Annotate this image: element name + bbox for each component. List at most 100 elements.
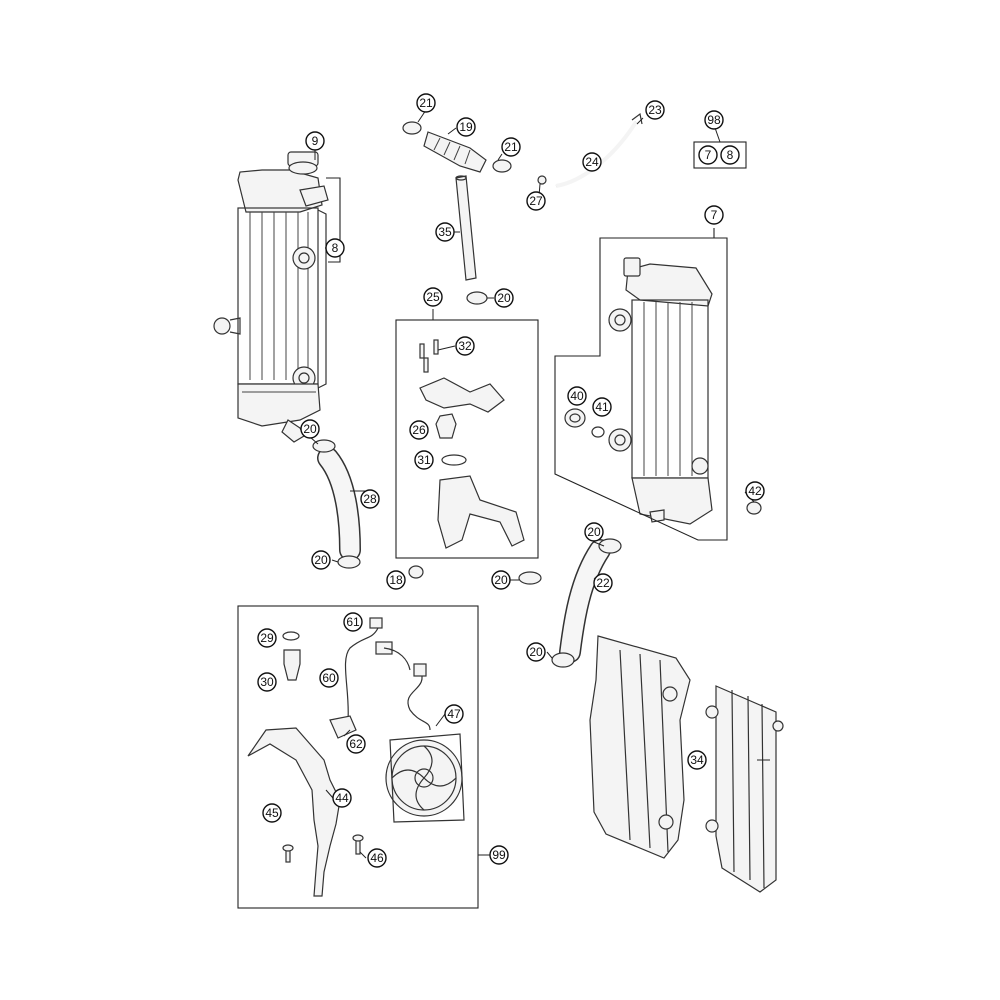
callout-45: 45 bbox=[262, 803, 282, 823]
callout-20-label: 20 bbox=[494, 573, 508, 587]
hose-fitting-19 bbox=[423, 131, 487, 173]
callout-20-top: 20 bbox=[494, 288, 514, 308]
radiator-guard-left bbox=[589, 635, 691, 859]
clip-62 bbox=[329, 715, 357, 739]
callout-9: 9 bbox=[305, 131, 325, 151]
thermostat-group-25-box bbox=[395, 319, 539, 559]
callout-7: 7 bbox=[704, 205, 724, 225]
radiator-guard-34 bbox=[705, 685, 784, 893]
callout-32-label: 32 bbox=[458, 339, 472, 353]
callout-20-label: 20 bbox=[587, 525, 601, 539]
hose-clamp-20-right-top bbox=[598, 538, 622, 554]
bracket-part-7 bbox=[554, 228, 728, 541]
callout-99-label: 99 bbox=[492, 848, 506, 862]
callout-20-left-bottom: 20 bbox=[311, 550, 331, 570]
callout-19-label: 19 bbox=[459, 120, 473, 134]
callout-46: 46 bbox=[367, 848, 387, 868]
callout-25-label: 25 bbox=[426, 290, 440, 304]
nut-18 bbox=[408, 565, 424, 579]
callout-kit-7-label: 7 bbox=[705, 148, 712, 162]
fan-kit-99-box bbox=[237, 605, 479, 909]
callout-34: 34 bbox=[687, 750, 707, 770]
callout-29-label: 29 bbox=[260, 631, 274, 645]
callout-31-label: 31 bbox=[417, 453, 431, 467]
callout-kit-8-label: 8 bbox=[727, 148, 734, 162]
callout-26-label: 26 bbox=[412, 423, 426, 437]
hose-28 bbox=[317, 447, 361, 561]
callout-60-label: 60 bbox=[322, 671, 336, 685]
callout-42: 42 bbox=[745, 481, 765, 501]
callout-19: 19 bbox=[456, 117, 476, 137]
callout-23-label: 23 bbox=[648, 103, 662, 117]
bracket-part-8 bbox=[326, 177, 341, 263]
grommet-40 bbox=[564, 408, 586, 428]
fan-wiring bbox=[407, 663, 431, 731]
hose-clamp-20-top bbox=[466, 291, 488, 305]
screw-46 bbox=[352, 834, 364, 855]
hose-clamp-20-right-bottom bbox=[551, 652, 575, 668]
callout-40-label: 40 bbox=[570, 389, 584, 403]
callout-61: 61 bbox=[343, 612, 363, 632]
callout-21-right: 21 bbox=[501, 137, 521, 157]
callout-20-label: 20 bbox=[303, 422, 317, 436]
callout-25: 25 bbox=[423, 287, 443, 307]
thermostat-cover bbox=[437, 475, 525, 549]
callout-32: 32 bbox=[455, 336, 475, 356]
callout-7-label: 7 bbox=[711, 208, 718, 222]
callout-21-left: 21 bbox=[416, 93, 436, 113]
callout-30-label: 30 bbox=[260, 675, 274, 689]
callout-20-right-top: 20 bbox=[584, 522, 604, 542]
callout-20-label: 20 bbox=[529, 645, 543, 659]
nut-42 bbox=[746, 501, 762, 515]
radiator-fan-47 bbox=[385, 733, 465, 823]
hose-clamp-21b bbox=[492, 159, 512, 173]
callout-27: 27 bbox=[526, 191, 546, 211]
left-radiator bbox=[213, 151, 329, 443]
callout-28-label: 28 bbox=[363, 492, 377, 506]
callout-26: 26 bbox=[409, 420, 429, 440]
hose-clamp-20-left-top bbox=[312, 439, 336, 453]
callout-47-label: 47 bbox=[447, 707, 461, 721]
callout-20-label: 20 bbox=[497, 291, 511, 305]
callout-99: 99 bbox=[489, 845, 509, 865]
callout-24: 24 bbox=[582, 152, 602, 172]
callout-35-label: 35 bbox=[438, 225, 452, 239]
callout-40: 40 bbox=[567, 386, 587, 406]
callout-9-label: 9 bbox=[312, 134, 319, 148]
hose-clamp-20-left-bottom bbox=[337, 555, 361, 569]
screws-32 bbox=[419, 339, 439, 373]
screw-45 bbox=[282, 844, 294, 863]
callout-kit-7: 7 bbox=[698, 145, 718, 165]
callout-98: 98 bbox=[704, 110, 724, 130]
tube-35 bbox=[455, 175, 477, 281]
fan-bracket-44 bbox=[247, 727, 341, 897]
callout-41: 41 bbox=[592, 397, 612, 417]
temperature-switch-30 bbox=[283, 649, 301, 681]
callout-61-label: 61 bbox=[346, 615, 360, 629]
callout-45-label: 45 bbox=[265, 806, 279, 820]
callout-24-label: 24 bbox=[585, 155, 599, 169]
hose-22 bbox=[559, 539, 611, 663]
callout-20-left-top: 20 bbox=[300, 419, 320, 439]
small-fitting-27 bbox=[537, 175, 547, 185]
wiring-harness-60 bbox=[344, 617, 411, 721]
callout-35: 35 bbox=[435, 222, 455, 242]
callout-20-right-bottom: 20 bbox=[526, 642, 546, 662]
callout-29: 29 bbox=[257, 628, 277, 648]
callout-31: 31 bbox=[414, 450, 434, 470]
callout-44: 44 bbox=[332, 788, 352, 808]
callout-44-label: 44 bbox=[335, 791, 349, 805]
callout-21-label: 21 bbox=[419, 96, 433, 110]
washer-41 bbox=[591, 426, 605, 438]
callout-28: 28 bbox=[360, 489, 380, 509]
callout-30: 30 bbox=[257, 672, 277, 692]
callout-23: 23 bbox=[645, 100, 665, 120]
callout-18-label: 18 bbox=[389, 573, 403, 587]
callout-47: 47 bbox=[444, 704, 464, 724]
callout-62: 62 bbox=[346, 734, 366, 754]
thermostat-housing bbox=[419, 377, 505, 413]
callout-46-label: 46 bbox=[370, 851, 384, 865]
callout-21-label: 21 bbox=[504, 140, 518, 154]
callout-60: 60 bbox=[319, 668, 339, 688]
